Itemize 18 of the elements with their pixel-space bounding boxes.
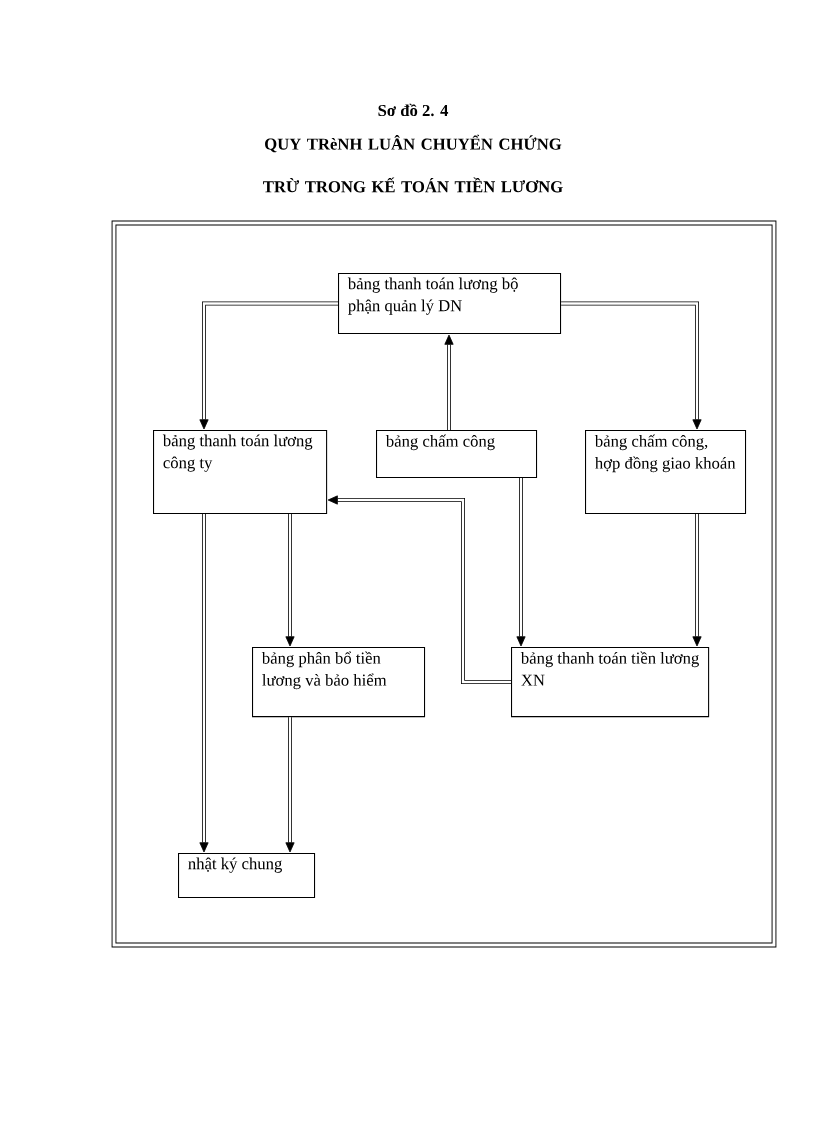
process-box: bảng chấm công, hợp đồng giao khoán (585, 430, 747, 514)
process-box: bảng chấm công (376, 430, 538, 478)
process-box: bảng thanh toán lương công ty (153, 430, 328, 514)
arrow (327, 495, 511, 684)
arrow (561, 301, 702, 430)
process-box: nhật ký chung (178, 853, 316, 899)
arrow (199, 301, 338, 430)
process-box: bảng thanh toán tiền lương XN (511, 647, 710, 718)
arrow (516, 478, 526, 647)
heading: QUY TRèNH LUÂN CHUYỂN CHỨNG TRỪ TRONG KẾ TOÁN TIỀN LƯƠNG (263, 134, 563, 193)
arrow (692, 514, 702, 647)
arrow (285, 514, 295, 647)
arrow (199, 514, 209, 853)
process-box: bảng thanh toán lương bộ phận quản lý DN (338, 273, 562, 335)
title: Sơ đồ 2. 4 (378, 103, 449, 117)
process-box: bảng phân bổ tiền lương và bảo hiểm (252, 647, 426, 718)
arrow (285, 717, 295, 853)
arrow (444, 334, 454, 430)
